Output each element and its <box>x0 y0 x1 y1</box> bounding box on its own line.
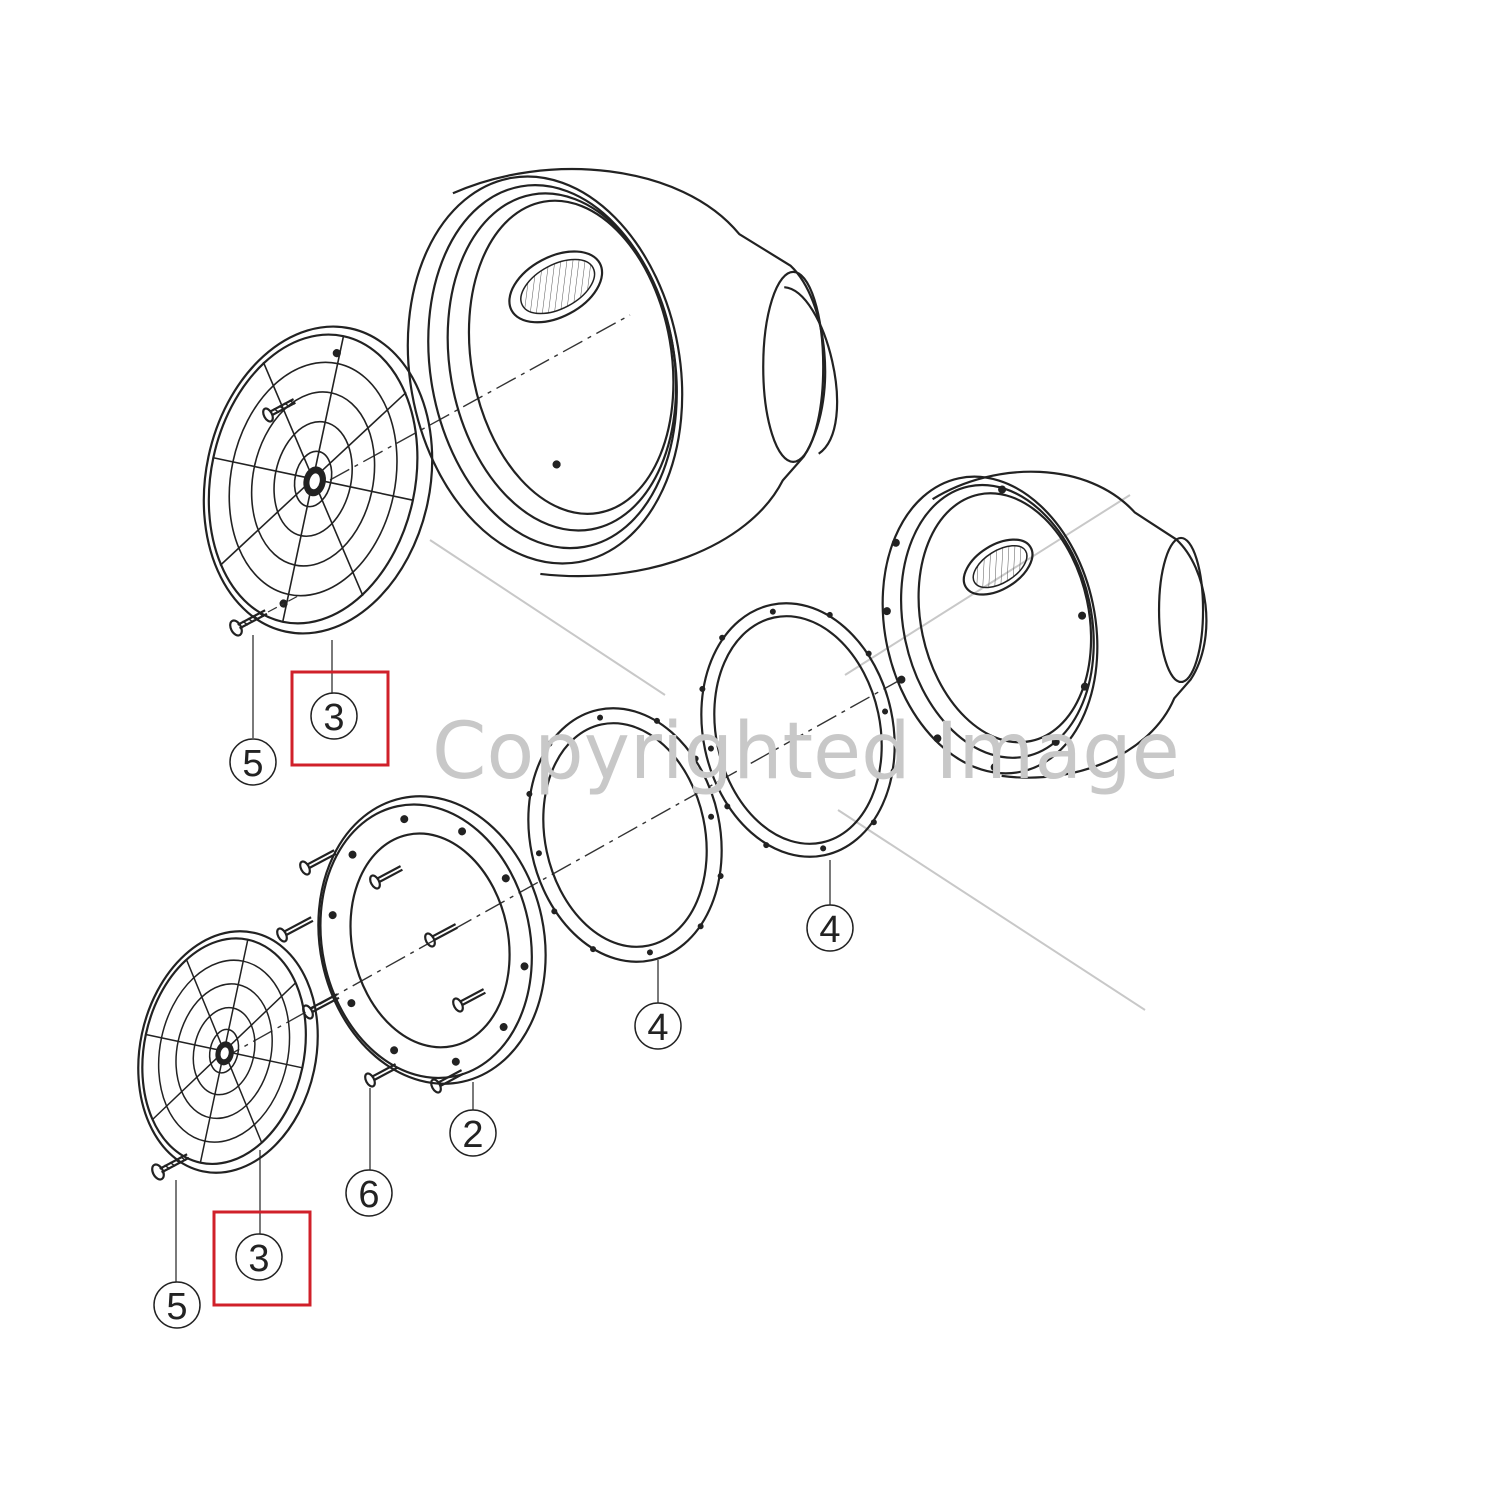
flange-screws <box>276 849 486 1094</box>
top-screw-lower <box>229 609 268 637</box>
highlight-box <box>290 670 390 767</box>
flange-ring <box>317 795 547 1085</box>
callout-bottom-3: 3 <box>212 1210 312 1307</box>
highlight-box <box>212 1210 312 1307</box>
callout-label: 4 <box>647 1007 668 1049</box>
callout-bottom-6: 6 <box>345 1169 393 1217</box>
callout-label: 2 <box>462 1114 483 1156</box>
callout-bottom-4-right: 4 <box>806 904 854 952</box>
top-assembly <box>202 168 839 738</box>
bottom-screw-lower <box>151 1153 190 1181</box>
callout-top-5: 5 <box>229 738 277 786</box>
callout-label: 6 <box>358 1174 379 1216</box>
gasket-left <box>526 707 724 963</box>
top-screw-upper <box>262 398 296 423</box>
gasket-right <box>699 602 897 858</box>
callout-label: 3 <box>248 1238 269 1280</box>
bottom-housing <box>881 470 1208 779</box>
callout-label: 5 <box>166 1286 187 1328</box>
callout-bottom-5: 5 <box>153 1281 201 1329</box>
bottom-grate <box>137 930 319 1174</box>
callout-bottom-2: 2 <box>449 1109 497 1157</box>
callout-top-3: 3 <box>290 670 390 767</box>
callout-bottom-4-left: 4 <box>634 1002 682 1050</box>
callout-label: 3 <box>323 697 344 739</box>
callout-label: 5 <box>242 743 263 785</box>
top-grate <box>202 325 434 635</box>
callout-label: 4 <box>819 909 840 951</box>
bottom-assembly <box>137 470 1208 1282</box>
top-housing <box>406 168 839 578</box>
watermark-text: Copyrighted Image <box>432 707 1180 797</box>
